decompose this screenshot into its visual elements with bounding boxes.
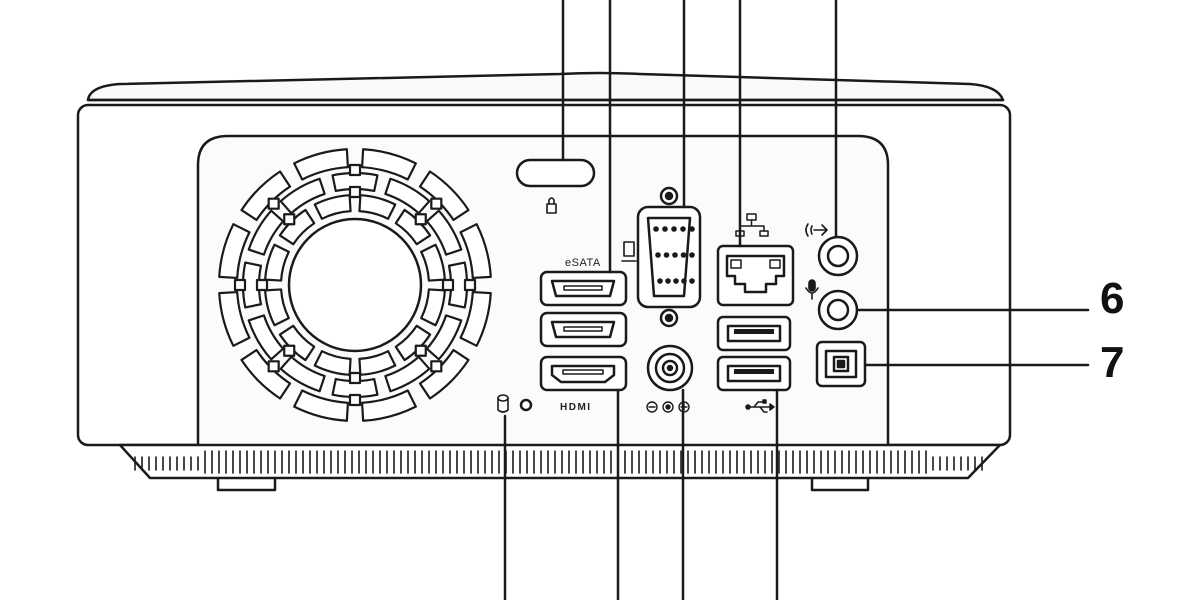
usb-port-1[interactable] xyxy=(716,315,792,352)
audio-line-out-icon xyxy=(805,223,828,237)
fan-vent-slot xyxy=(279,355,326,393)
fan-vent-slot xyxy=(459,223,492,280)
fan-vent-slot xyxy=(247,209,285,256)
fan-vent-slot xyxy=(278,208,316,246)
fan-vent-spoke xyxy=(255,278,269,292)
fan-vent-spoke xyxy=(267,197,280,210)
fan-vent-slot xyxy=(384,177,431,215)
optical-spdif-port[interactable] xyxy=(815,340,867,388)
fan-vent-slot xyxy=(358,350,397,376)
drive-activity-icon xyxy=(497,394,509,413)
chassis-top-cap xyxy=(86,71,1005,102)
fan-vent-spoke xyxy=(348,393,362,407)
fan-vent-slot xyxy=(331,377,379,399)
fan-vent-slot xyxy=(418,170,470,222)
fan-vent-slot xyxy=(394,208,432,246)
fan-vent-slot xyxy=(360,389,417,422)
fan-vent-spoke xyxy=(283,344,296,357)
fan-vent-slot xyxy=(218,290,251,347)
fan-vent xyxy=(218,148,492,422)
fan-vent-slot xyxy=(278,324,316,362)
fan-vent-slot xyxy=(293,389,350,422)
fan-vent-spoke xyxy=(430,360,443,373)
fan-vent-spoke xyxy=(267,360,280,373)
vga-pin xyxy=(671,226,677,232)
hdmi-port[interactable] xyxy=(539,355,628,392)
power-dc-in[interactable] xyxy=(646,344,694,392)
vga-pin xyxy=(689,252,695,258)
vga-pin xyxy=(680,252,687,258)
network-port[interactable] xyxy=(716,244,795,307)
esata-port-2[interactable] xyxy=(539,311,628,348)
vga-pin xyxy=(662,226,668,232)
callout-6: 6 xyxy=(1100,274,1124,323)
fan-vent-slot xyxy=(358,194,397,220)
fan-vent-slot xyxy=(331,171,379,193)
fan-vent-slot xyxy=(241,261,263,309)
esata-port-1[interactable] xyxy=(539,270,628,307)
usb-icon xyxy=(745,399,775,413)
audio-line-out-jack[interactable] xyxy=(817,235,859,277)
usb-port-2[interactable] xyxy=(716,355,792,392)
microphone-icon xyxy=(805,279,819,300)
vga-pin xyxy=(689,278,695,284)
vga-pin xyxy=(657,278,663,284)
vga-port[interactable] xyxy=(636,186,702,328)
fan-vent-spoke xyxy=(283,213,296,226)
fan-vent-slot xyxy=(394,324,432,362)
fan-vent-slot xyxy=(420,243,446,282)
fan-vent-spoke xyxy=(233,278,247,292)
fan-vent-spoke xyxy=(414,213,427,226)
fan-vent-slot xyxy=(218,223,251,280)
fan-vent-slot xyxy=(313,194,352,220)
fan-vent-slot xyxy=(420,288,446,327)
fan-vent-spoke xyxy=(414,344,427,357)
fan-vent-spoke xyxy=(441,278,455,292)
fan-vent-slot xyxy=(240,348,292,400)
fan-vent-slot xyxy=(384,355,431,393)
fan-vent-slot xyxy=(447,261,469,309)
leader-lines xyxy=(503,0,1090,600)
security-lock-icon xyxy=(546,197,557,214)
fan-vent-spoke xyxy=(348,371,362,385)
vga-pin xyxy=(665,278,671,284)
vga-pin xyxy=(672,252,678,258)
fan-vent-slot xyxy=(459,290,492,347)
chassis-base xyxy=(118,443,1002,492)
fan-vent-slot xyxy=(360,148,417,181)
fan-vent-spoke xyxy=(348,163,362,177)
vga-pin xyxy=(673,278,679,284)
fan-vent-slot xyxy=(425,314,463,361)
fan-vent-slot xyxy=(293,148,350,181)
vga-pin xyxy=(689,226,695,232)
fan-vent-slot xyxy=(418,348,470,400)
hdmi-label: HDMI xyxy=(560,402,592,413)
fan-vent-slot xyxy=(313,350,352,376)
microphone-jack[interactable] xyxy=(817,289,859,331)
fan-vent-slot xyxy=(240,170,292,222)
fan-vent-slot xyxy=(264,243,290,282)
security-cable-slot[interactable] xyxy=(515,158,596,188)
fan-vent-spoke xyxy=(463,278,477,292)
callout-7: 7 xyxy=(1100,338,1124,387)
fan-vent-spoke xyxy=(348,185,362,199)
fan-vent-slot xyxy=(247,314,285,361)
vga-pin xyxy=(681,278,687,284)
vga-pin xyxy=(655,252,661,258)
fan-vent-slot xyxy=(264,288,290,327)
vga-pin xyxy=(653,226,659,232)
fan-vent-spoke xyxy=(430,197,443,210)
vga-pin xyxy=(680,226,686,232)
vga-monitor-icon xyxy=(621,241,637,262)
fan-vent-slot xyxy=(425,209,463,256)
fan-vent-slot xyxy=(279,177,326,215)
esata-label: eSATA xyxy=(565,257,601,269)
vga-pin xyxy=(663,252,670,258)
status-light xyxy=(519,398,533,412)
